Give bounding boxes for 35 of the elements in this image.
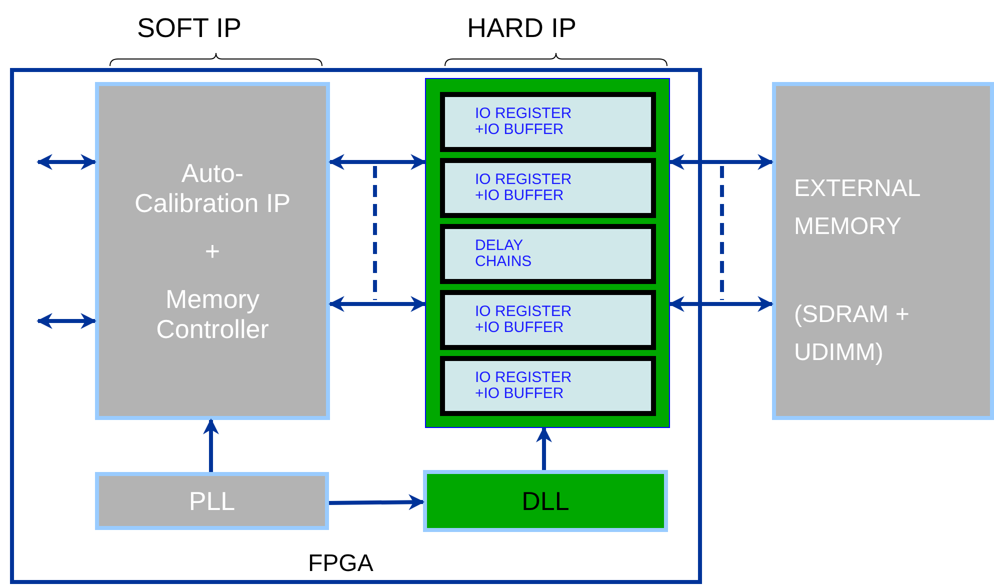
block-label: IO REGISTER +IO BUFFER (475, 106, 573, 138)
block-label: EXTERNAL MEMORY (794, 174, 921, 242)
fpga-boundary (10, 68, 702, 584)
block-label: DELAY CHAINS (475, 238, 533, 270)
controller-block (95, 82, 330, 420)
register-box (440, 92, 656, 152)
arrow (328, 154, 427, 170)
memory-block (772, 82, 994, 420)
arrow (536, 426, 552, 470)
group-label: HARD IP (467, 12, 577, 45)
block-label: (SDRAM + UDIMM) (794, 300, 910, 368)
dll-block (423, 470, 668, 532)
block-label: + (204, 236, 220, 266)
arrow (668, 154, 774, 170)
register-box (440, 356, 656, 416)
arrow (328, 296, 427, 312)
register-box (440, 158, 656, 218)
fpga-label: FPGA (308, 549, 374, 579)
block-label: IO REGISTER +IO BUFFER (475, 304, 573, 336)
hard-ip-block (425, 78, 670, 428)
pll-block (95, 472, 329, 530)
group-label: SOFT IP (137, 12, 242, 45)
register-box (440, 224, 656, 284)
block-label: Memory Controller (155, 284, 270, 344)
block-label: DLL (522, 486, 570, 516)
arrow (36, 313, 97, 329)
block-label: Auto-Calibration IP (133, 158, 292, 218)
arrow (36, 154, 97, 170)
block-label: IO REGISTER +IO BUFFER (475, 172, 573, 204)
arrow (668, 296, 774, 312)
block-label: PLL (188, 486, 236, 516)
arrow (328, 494, 425, 510)
arrow (203, 418, 219, 472)
register-box (440, 290, 656, 350)
block-label: IO REGISTER +IO BUFFER (475, 370, 573, 402)
